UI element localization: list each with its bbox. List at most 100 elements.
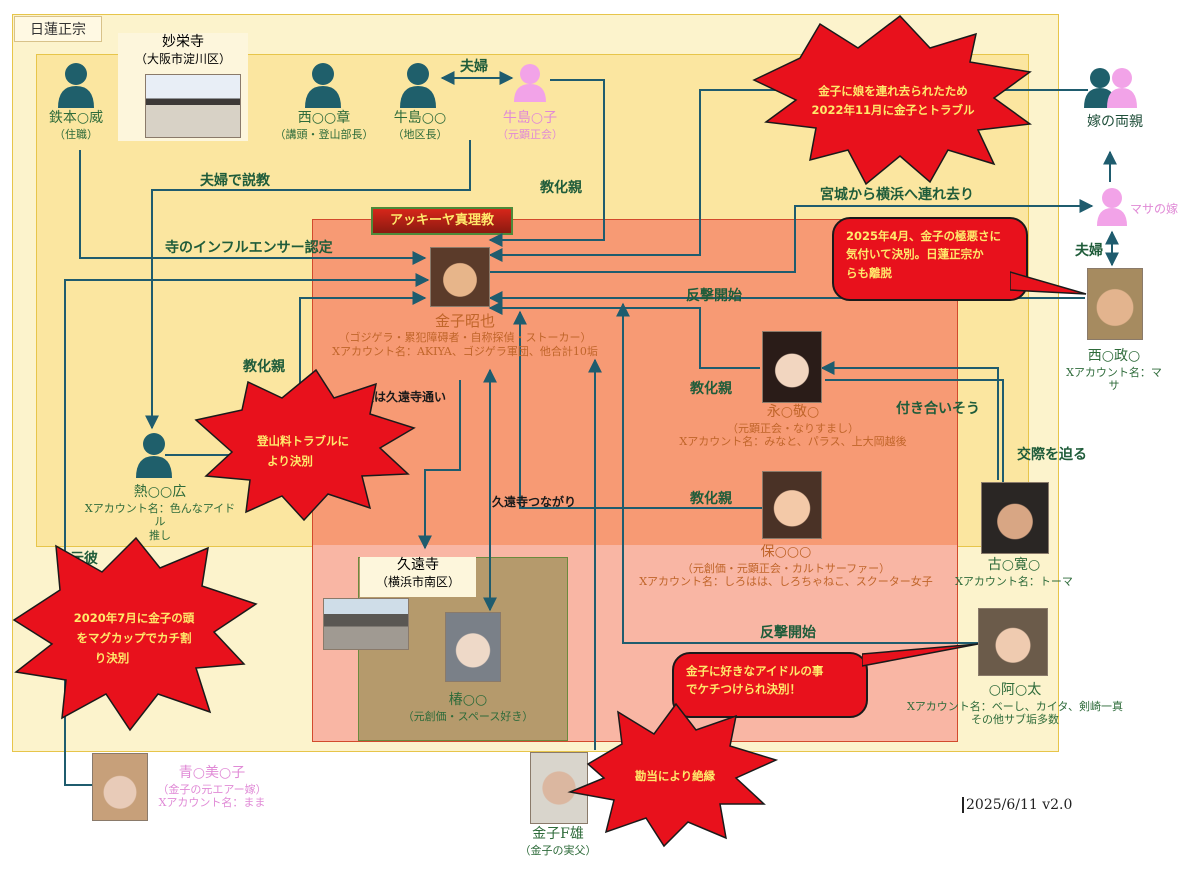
cult-label-text: アッキーヤ真理教 <box>389 213 494 228</box>
bubble-idol: 金子に好きなアイドルの事 でケチつけられ決別！ <box>672 652 868 718</box>
person-sub: （講頭・登山部長） <box>274 127 374 141</box>
person-sub: （元創価・スペース好き） <box>402 709 534 723</box>
myoshu-name: 妙栄寺 <box>162 34 204 50</box>
person-oa: ○阿○太 Xアカウント名：ベーし、カイタ、剣崎一真 その他サブ垢多数 <box>900 682 1130 727</box>
person-name: 古○寛○ <box>987 557 1041 573</box>
person-nishi: 西○○章 （講頭・登山部長） <box>268 110 380 141</box>
person-father: 金子F雄 （金子の実父） <box>508 826 608 857</box>
woman-icon <box>514 64 546 102</box>
person-furu: 古○寛○ Xアカウント名：トーマ <box>952 557 1076 588</box>
edge-label-hangeki1: 反撃開始 <box>686 288 742 304</box>
person-sub: Xアカウント名：マサ <box>1066 365 1162 393</box>
person-sub1: Xアカウント名：色んなアイドル <box>84 501 236 529</box>
nichiren-label: 日蓮正宗 <box>14 16 102 42</box>
edge-label-tsukiai: 付き合いそう <box>896 401 980 417</box>
person-sub2: その他サブ垢多数 <box>971 713 1059 727</box>
edge-label-fufu1: 夫婦 <box>460 59 488 75</box>
kuon-location: （横浜市南区） <box>375 574 460 589</box>
burst-text: 2022年11月に金子とトラブル <box>811 103 975 117</box>
version-text: 2025/6/11 v2.0 <box>966 797 1073 813</box>
burst-text: 登山料トラブルに <box>256 434 349 448</box>
myoshu-location: （大阪市淀川区） <box>134 51 231 66</box>
arrow-miyagi <box>490 199 1094 273</box>
burst-mug-2020 <box>12 536 258 732</box>
person-name: 牛島○○ <box>393 110 447 126</box>
temple-photo <box>145 74 241 138</box>
person-sub1: （元創価・元顕正会・カルトサーファー） <box>681 561 891 575</box>
person-name: 熱○○広 <box>133 484 187 500</box>
person-sub: （地区長） <box>392 127 448 141</box>
face-photo <box>92 753 148 821</box>
person-name: 永○敬○ <box>766 404 820 420</box>
person-icon <box>136 433 172 478</box>
person-name: 椿○○ <box>448 692 488 708</box>
person-sub2: Xアカウント名：しろはは、しろちゃねこ、スクーター女子 <box>639 575 933 589</box>
person-name: 牛島○子 <box>502 110 558 126</box>
bubble-line: 気付いて決別。日蓮正宗か <box>846 247 984 262</box>
burst-text: より決別 <box>267 454 313 468</box>
person-sub: （金子の実父） <box>519 843 597 857</box>
edge-label-fufu2: 夫婦 <box>1075 243 1103 259</box>
person-kaneko: 金子昭也 （ゴジゲラ・累犯障碍者・自称探偵・ストーカー） Xアカウント名：AKI… <box>320 312 610 358</box>
person-ushijima-ko: 牛島○子 （元顕正会） <box>486 110 574 141</box>
bubble-line: らも離脱 <box>846 265 892 280</box>
face-photo <box>1087 268 1143 340</box>
person-nishi-masa: 西○政○ Xアカウント名：マサ <box>1062 348 1166 393</box>
person-sub1: （元顕正会・なりすまし） <box>727 421 859 435</box>
person-tsubaki: 椿○○ （元創価・スペース好き） <box>380 692 556 723</box>
edge-label-hangeki2: 反撃開始 <box>760 625 816 641</box>
burst-text: り決別 <box>95 651 130 665</box>
person-icon <box>58 63 94 108</box>
person-icon <box>305 63 341 108</box>
person-ushijima: 牛島○○ （地区長） <box>378 110 462 141</box>
person-name: 鉄本○威 <box>48 110 104 126</box>
person-sub2: Xアカウント名：まま <box>158 796 266 810</box>
edge-label-influencer: 寺のインフルエンサー認定 <box>165 240 333 256</box>
version-label: 2025/6/11 v2.0 <box>962 797 1072 813</box>
person-name: 西○政○ <box>1087 348 1141 364</box>
burst-text: 金子に娘を連れ去られたため <box>817 84 968 98</box>
person-atsu: 熱○○広 Xアカウント名：色んなアイドル 推し <box>80 484 240 543</box>
person-name: 金子F雄 <box>532 826 584 842</box>
face-photo <box>762 331 822 403</box>
couple-icon-female <box>1107 68 1137 108</box>
edge-label-fufu-sekkyo: 夫婦で説教 <box>200 173 270 189</box>
person-name: ○阿○太 <box>988 682 1042 698</box>
person-sub: （住職） <box>54 127 98 141</box>
person-masa-yome: マサの嫁 <box>1130 200 1199 217</box>
face-photo <box>978 608 1048 676</box>
burst-text: 勘当により絶縁 <box>635 769 716 783</box>
bubble-line: でケチつけられ決別！ <box>686 682 801 697</box>
person-name: マサの嫁 <box>1130 202 1179 216</box>
temple-photo <box>323 598 409 650</box>
person-tamotsu: 保○○○ （元創価・元顕正会・カルトサーファー） Xアカウント名：しろはは、しろ… <box>636 544 936 589</box>
arrow-hangeki2 <box>616 302 978 644</box>
edge-label-kyoka2: 教化親 <box>243 359 285 375</box>
edge-label-kosai: 交際を迫る <box>1017 447 1087 463</box>
woman-icon <box>1097 188 1127 226</box>
face-photo <box>981 482 1049 554</box>
edge-label-kyoka4: 教化親 <box>690 491 732 507</box>
cult-label: アッキーヤ真理教 <box>371 207 513 235</box>
bubble-tail <box>862 643 979 667</box>
bubble-tail <box>1010 271 1087 295</box>
person-sub2: Xアカウント名：AKIYA、ゴジゲラ軍団、他合計10垢 <box>332 344 598 358</box>
face-photo <box>430 247 490 307</box>
person-tetsumoto: 鉄本○威 （住職） <box>36 110 116 141</box>
burst-trouble-2022 <box>752 14 1033 186</box>
arrow-motokare <box>64 273 430 786</box>
person-name: 保○○○ <box>760 544 812 560</box>
person-ao: 青○美○子 （金子の元エアー嫁） Xアカウント名：まま <box>148 765 276 810</box>
edge-label-kyoka3: 教化親 <box>690 381 732 397</box>
burst-kando <box>567 702 779 848</box>
face-photo <box>762 471 822 539</box>
edge-label-kuon-link: 久遠寺つながり <box>492 495 577 509</box>
person-name: 西○○章 <box>297 110 351 126</box>
edge-label-miyagi: 宮城から横浜へ連れ去り <box>820 187 974 203</box>
edge-label-kyoka1: 教化親 <box>540 180 582 196</box>
person-name: 金子昭也 <box>434 312 495 330</box>
arrow-kyoka1 <box>488 79 605 247</box>
